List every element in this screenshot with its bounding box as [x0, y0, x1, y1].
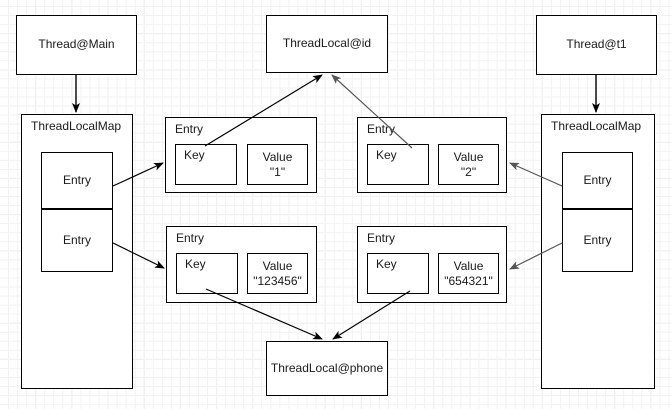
entry-card-title: Entry: [175, 122, 204, 136]
value-text: "1": [269, 164, 286, 179]
value-text: "123456": [253, 273, 302, 288]
value-label: Value: [262, 150, 293, 165]
value-label: Value: [453, 259, 484, 274]
key-label: Key: [376, 148, 397, 162]
entry-label: Entry: [583, 232, 612, 247]
thread-main-node[interactable]: Thread@Main: [16, 15, 137, 75]
threadlocal-phone-node[interactable]: ThreadLocal@phone: [266, 341, 388, 396]
entry-label: Entry: [583, 172, 612, 187]
entry-key-t1-phone[interactable]: Key: [367, 253, 429, 294]
key-label: Key: [184, 148, 205, 162]
entry-value-main-phone[interactable]: Value "123456": [247, 253, 308, 294]
entry-value-main-id[interactable]: Value "1": [247, 144, 308, 185]
threadlocal-id-label: ThreadLocal@id: [282, 36, 372, 51]
threadlocalmap-left-entry-1[interactable]: Entry: [41, 209, 113, 272]
value-text: "654321": [444, 273, 493, 288]
key-label: Key: [376, 257, 397, 271]
thread-main-label: Thread@Main: [38, 37, 115, 52]
value-label: Value: [453, 150, 484, 165]
threadlocalmap-left-label: ThreadLocalMap: [31, 119, 122, 133]
entry-label: Entry: [62, 172, 91, 187]
entry-key-main-id[interactable]: Key: [175, 144, 237, 185]
thread-t1-node[interactable]: Thread@t1: [536, 15, 657, 75]
entry-key-t1-id[interactable]: Key: [367, 144, 429, 185]
thread-t1-label: Thread@t1: [566, 37, 627, 52]
threadlocalmap-right-entry-1[interactable]: Entry: [562, 209, 633, 272]
threadlocalmap-left-entry-0[interactable]: Entry: [41, 152, 113, 209]
value-label: Value: [262, 259, 293, 274]
entry-key-main-phone[interactable]: Key: [176, 253, 238, 294]
entry-value-t1-phone[interactable]: Value "654321": [438, 253, 499, 294]
threadlocalmap-right-label: ThreadLocalMap: [551, 119, 642, 133]
entry-card-title: Entry: [176, 231, 205, 245]
entry-card-title: Entry: [367, 231, 396, 245]
entry-value-t1-id[interactable]: Value "2": [438, 144, 499, 185]
entry-label: Entry: [62, 232, 91, 247]
threadlocal-id-node[interactable]: ThreadLocal@id: [266, 15, 388, 73]
threadlocalmap-right-entry-0[interactable]: Entry: [562, 152, 633, 209]
threadlocal-phone-label: ThreadLocal@phone: [270, 360, 384, 375]
key-label: Key: [185, 257, 206, 271]
entry-card-title: Entry: [367, 122, 396, 136]
value-text: "2": [460, 164, 477, 179]
